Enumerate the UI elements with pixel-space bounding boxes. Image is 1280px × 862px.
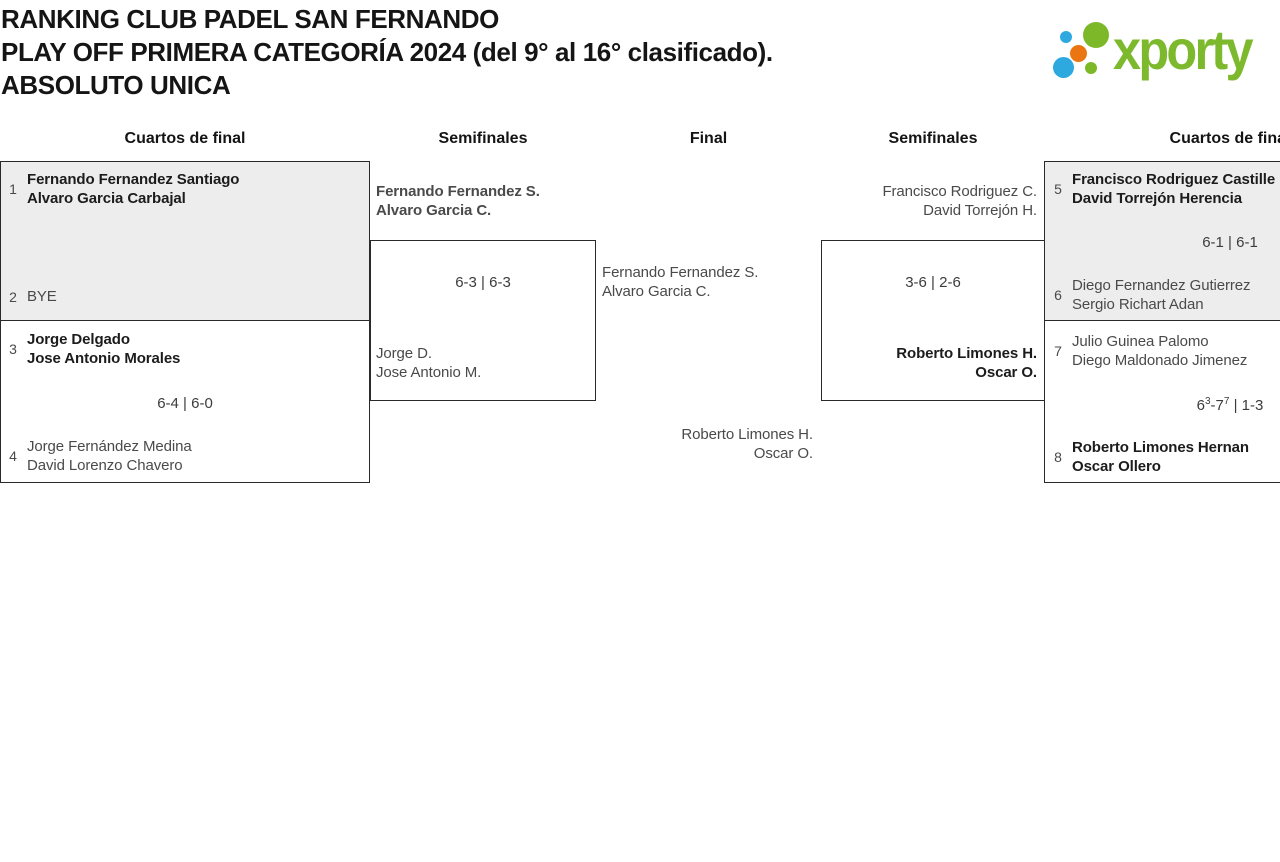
player-name: Alvaro Garcia C. bbox=[602, 283, 711, 300]
player-name: Francisco Rodriguez Castille bbox=[1072, 171, 1276, 188]
seed-number: 5 bbox=[1054, 181, 1062, 197]
logo-dot-icon bbox=[1053, 57, 1074, 78]
team-row: 6 Diego Fernandez Gutierrez Sergio Richa… bbox=[1051, 276, 1250, 314]
match-qf-left-1: 1 Fernando Fernandez Santiago Alvaro Gar… bbox=[0, 161, 370, 321]
seed-number: 2 bbox=[9, 288, 17, 305]
seed-number: 3 bbox=[9, 341, 17, 357]
score-superscript: 7 bbox=[1223, 396, 1230, 407]
player-name: Oscar O. bbox=[753, 445, 813, 462]
logo-dot-icon bbox=[1070, 45, 1087, 62]
round-header-final: Final bbox=[689, 130, 728, 147]
round-header-cuartos-left: Cuartos de final bbox=[124, 130, 246, 147]
score-part: 6 bbox=[1196, 397, 1205, 414]
match-score: 6-1 | 6-1 bbox=[1202, 234, 1258, 251]
team-names: Jorge Fernández Medina David Lorenzo Cha… bbox=[27, 437, 192, 475]
match-score: 63-77 | 1-3 bbox=[1045, 396, 1280, 415]
player-name: Diego Fernandez Gutierrez bbox=[1072, 277, 1251, 294]
match-qf-right-1: 5 Francisco Rodriguez Castille David Tor… bbox=[1044, 161, 1280, 321]
player-name: Oscar O. bbox=[975, 364, 1037, 381]
player-name: Alvaro Garcia C. bbox=[376, 202, 492, 219]
team-row: 3 Jorge Delgado Jose Antonio Morales bbox=[6, 330, 180, 368]
match-score: 6-4 | 6-0 bbox=[157, 395, 213, 412]
player-name: Jorge Fernández Medina bbox=[27, 438, 192, 455]
player-name: David Torrejón H. bbox=[923, 202, 1037, 219]
seed-number: 7 bbox=[1054, 343, 1062, 359]
seed-number: 4 bbox=[9, 448, 17, 464]
team-row: 2 BYE bbox=[6, 287, 57, 306]
team-names: Fernando Fernandez Santiago Alvaro Garci… bbox=[27, 170, 239, 208]
score-superscript: 3 bbox=[1204, 396, 1211, 407]
team-row: 4 Jorge Fernández Medina David Lorenzo C… bbox=[6, 437, 192, 475]
round-header-cuartos-right: Cuartos de final bbox=[1169, 130, 1280, 147]
xporty-logo[interactable]: xporty bbox=[1050, 12, 1280, 94]
title-line-1: RANKING CLUB PADEL SAN FERNANDO bbox=[1, 4, 499, 34]
finalist-right: Roberto Limones H. Oscar O. bbox=[595, 425, 813, 463]
match-qf-left-2: 3 Jorge Delgado Jose Antonio Morales 6-4… bbox=[0, 320, 370, 483]
team-names: Roberto Limones Hernan Oscar Ollero bbox=[1072, 438, 1249, 476]
match-score: 6-3 | 6-3 bbox=[455, 274, 511, 291]
sf-right-loser: Francisco Rodriguez C. David Torrejón H. bbox=[821, 182, 1037, 220]
score-part: -7 bbox=[1210, 397, 1224, 414]
match-score: 3-6 | 2-6 bbox=[905, 274, 961, 291]
round-header-semifinales-right: Semifinales bbox=[888, 130, 978, 147]
match-sf-left: 6-3 | 6-3 Jorge D. Jose Antonio M. bbox=[370, 240, 596, 401]
player-name: Julio Guinea Palomo bbox=[1072, 333, 1209, 350]
player-name: Fernando Fernandez S. bbox=[602, 264, 759, 281]
player-name: Sergio Richart Adan bbox=[1072, 296, 1204, 313]
team-row: 7 Julio Guinea Palomo Diego Maldonado Ji… bbox=[1051, 332, 1247, 370]
logo-dot-icon bbox=[1085, 62, 1097, 74]
player-name: Jorge D. bbox=[376, 345, 432, 362]
player-name: Roberto Limones Hernan bbox=[1072, 439, 1249, 456]
team-names: Julio Guinea Palomo Diego Maldonado Jime… bbox=[1072, 332, 1247, 370]
player-name: Jose Antonio M. bbox=[376, 364, 482, 381]
player-name: Roberto Limones H. bbox=[681, 426, 813, 443]
player-name: Jorge Delgado bbox=[27, 331, 130, 348]
title-line-3: ABSOLUTO UNICA bbox=[1, 70, 231, 100]
logo-wordmark: xporty bbox=[1113, 18, 1254, 81]
player-name: Diego Maldonado Jimenez bbox=[1072, 352, 1248, 369]
player-name: David Torrejón Herencia bbox=[1072, 190, 1242, 207]
player-name: Francisco Rodriguez C. bbox=[882, 183, 1037, 200]
player-name: BYE bbox=[27, 288, 57, 305]
player-name: Roberto Limones H. bbox=[896, 345, 1037, 362]
seed-number: 6 bbox=[1054, 287, 1062, 303]
sf-left-winner: Fernando Fernandez S. Alvaro Garcia C. bbox=[376, 182, 540, 220]
team-row: 1 Fernando Fernandez Santiago Alvaro Gar… bbox=[6, 170, 239, 208]
sf-left-loser: Jorge D. Jose Antonio M. bbox=[376, 344, 481, 382]
page-title: RANKING CLUB PADEL SAN FERNANDO PLAY OFF… bbox=[1, 3, 773, 102]
seed-number: 1 bbox=[9, 181, 17, 197]
finalist-left: Fernando Fernandez S. Alvaro Garcia C. bbox=[602, 263, 758, 301]
logo-dot-icon bbox=[1060, 31, 1072, 43]
team-names: BYE bbox=[27, 287, 57, 306]
title-line-2: PLAY OFF PRIMERA CATEGORÍA 2024 (del 9° … bbox=[1, 37, 773, 67]
player-name: David Lorenzo Chavero bbox=[27, 457, 183, 474]
player-name: Oscar Ollero bbox=[1072, 458, 1161, 475]
score-part: | 1-3 bbox=[1229, 397, 1264, 414]
player-name: Fernando Fernandez S. bbox=[376, 183, 540, 200]
player-name: Fernando Fernandez Santiago bbox=[27, 171, 240, 188]
team-names: Diego Fernandez Gutierrez Sergio Richart… bbox=[1072, 276, 1251, 314]
team-names: Jorge Delgado Jose Antonio Morales bbox=[27, 330, 180, 368]
sf-right-winner: Roberto Limones H. Oscar O. bbox=[822, 344, 1037, 382]
team-row: 8 Roberto Limones Hernan Oscar Ollero bbox=[1051, 438, 1249, 476]
player-name: Jose Antonio Morales bbox=[27, 350, 181, 367]
team-row: 5 Francisco Rodriguez Castille David Tor… bbox=[1051, 170, 1275, 208]
player-name: Alvaro Garcia Carbajal bbox=[27, 190, 186, 207]
seed-number: 8 bbox=[1054, 449, 1062, 465]
round-header-semifinales-left: Semifinales bbox=[438, 130, 528, 147]
team-names: Francisco Rodriguez Castille David Torre… bbox=[1072, 170, 1275, 208]
match-sf-right: 3-6 | 2-6 Roberto Limones H. Oscar O. bbox=[821, 240, 1045, 401]
logo-dot-icon bbox=[1083, 22, 1109, 48]
match-qf-right-2: 7 Julio Guinea Palomo Diego Maldonado Ji… bbox=[1044, 320, 1280, 483]
